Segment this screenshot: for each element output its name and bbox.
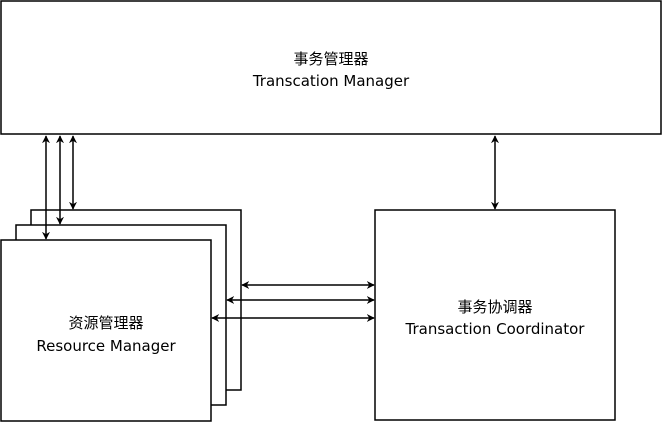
transaction-coordinator-title-en: Transaction Coordinator — [405, 320, 586, 338]
resource-manager-title-cn: 资源管理器 — [68, 314, 143, 332]
transaction-coordinator-title-cn: 事务协调器 — [457, 298, 532, 316]
resource-manager-title-en: Resource Manager — [36, 337, 176, 355]
transaction-manager-title-cn: 事务管理器 — [293, 50, 368, 68]
transaction-manager-title-en: Transcation Manager — [252, 72, 410, 90]
transaction-manager-box — [0, 0, 662, 135]
resource-manager-box-front — [0, 239, 212, 422]
transaction-coordinator-box — [374, 209, 616, 421]
